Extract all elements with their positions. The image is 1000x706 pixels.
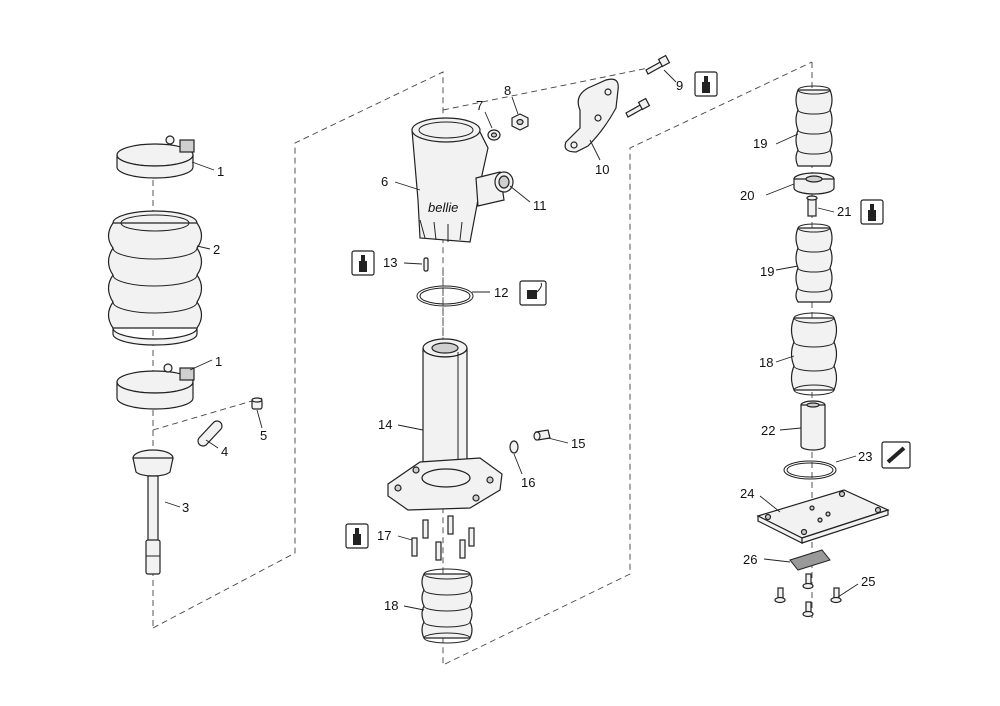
housing-logo: bellie bbox=[428, 200, 458, 215]
leader-lines bbox=[164, 69, 859, 611]
callout-9: 9 bbox=[676, 78, 683, 93]
spring-lower-center bbox=[421, 568, 473, 644]
small-cap bbox=[251, 397, 263, 410]
callout-24: 24 bbox=[740, 486, 754, 501]
handle-shaft bbox=[132, 449, 174, 575]
callout-20: 20 bbox=[740, 188, 754, 203]
seal-ring bbox=[509, 440, 519, 454]
callout-labels: 1 2 1 3 4 5 6 7 8 9 10 11 13 12 14 15 16… bbox=[182, 78, 875, 613]
threadlock-bottle-icon bbox=[694, 71, 718, 97]
callout-18: 18 bbox=[384, 598, 398, 613]
plug bbox=[494, 171, 514, 193]
callout-8: 8 bbox=[504, 83, 511, 98]
callout-2: 2 bbox=[213, 242, 220, 257]
callout-16: 16 bbox=[521, 475, 535, 490]
base-flange bbox=[387, 457, 503, 511]
spring-upper bbox=[795, 85, 833, 167]
callout-1: 1 bbox=[215, 354, 222, 369]
callout-14: 14 bbox=[378, 417, 392, 432]
spring-seat bbox=[793, 172, 835, 195]
bolt-long bbox=[645, 54, 671, 75]
callout-11: 11 bbox=[533, 198, 547, 213]
callout-7: 7 bbox=[476, 98, 483, 113]
callout-21: 21 bbox=[837, 204, 851, 219]
clamp-upper bbox=[116, 135, 195, 179]
callout-15: 15 bbox=[571, 436, 585, 451]
callout-25: 25 bbox=[861, 574, 875, 589]
label-plate bbox=[789, 549, 831, 571]
nut bbox=[511, 113, 529, 131]
pin-small bbox=[423, 257, 429, 272]
callout-13: 13 bbox=[383, 255, 397, 270]
fitting bbox=[533, 429, 551, 441]
bracket bbox=[564, 78, 619, 153]
callout-10: 10 bbox=[595, 162, 609, 177]
spring-lower-right bbox=[790, 312, 838, 396]
callout-22: 22 bbox=[761, 423, 775, 438]
callout-5: 5 bbox=[260, 428, 267, 443]
grease-can-icon bbox=[519, 280, 547, 306]
bolt-short bbox=[625, 97, 651, 118]
callout-6: 6 bbox=[381, 174, 388, 189]
threadlock-bottle-icon bbox=[860, 199, 884, 225]
callout-19: 19 bbox=[753, 136, 767, 151]
callout-26: 26 bbox=[743, 552, 757, 567]
guide-tube bbox=[422, 338, 468, 471]
o-ring-right bbox=[783, 460, 837, 480]
screw-set bbox=[411, 515, 475, 561]
threadlock-bottle-icon bbox=[351, 250, 375, 276]
callout-12: 12 bbox=[494, 285, 508, 300]
screws-right bbox=[774, 573, 842, 618]
callout-18: 18 bbox=[759, 355, 773, 370]
threadlock-bottle-icon bbox=[345, 523, 369, 549]
o-ring bbox=[416, 285, 474, 307]
tool-icon bbox=[881, 441, 911, 469]
callout-17: 17 bbox=[377, 528, 391, 543]
callout-1: 1 bbox=[217, 164, 224, 179]
callout-19: 19 bbox=[760, 264, 774, 279]
base-plate bbox=[756, 489, 890, 544]
callout-4: 4 bbox=[221, 444, 228, 459]
sleeve bbox=[800, 400, 826, 451]
callout-23: 23 bbox=[858, 449, 872, 464]
clamp-lower bbox=[116, 363, 195, 410]
bolt-seat bbox=[806, 195, 818, 217]
washer bbox=[487, 129, 501, 141]
pin bbox=[197, 420, 223, 447]
spring-middle bbox=[795, 223, 833, 303]
callout-3: 3 bbox=[182, 500, 189, 515]
bellows bbox=[107, 210, 203, 346]
